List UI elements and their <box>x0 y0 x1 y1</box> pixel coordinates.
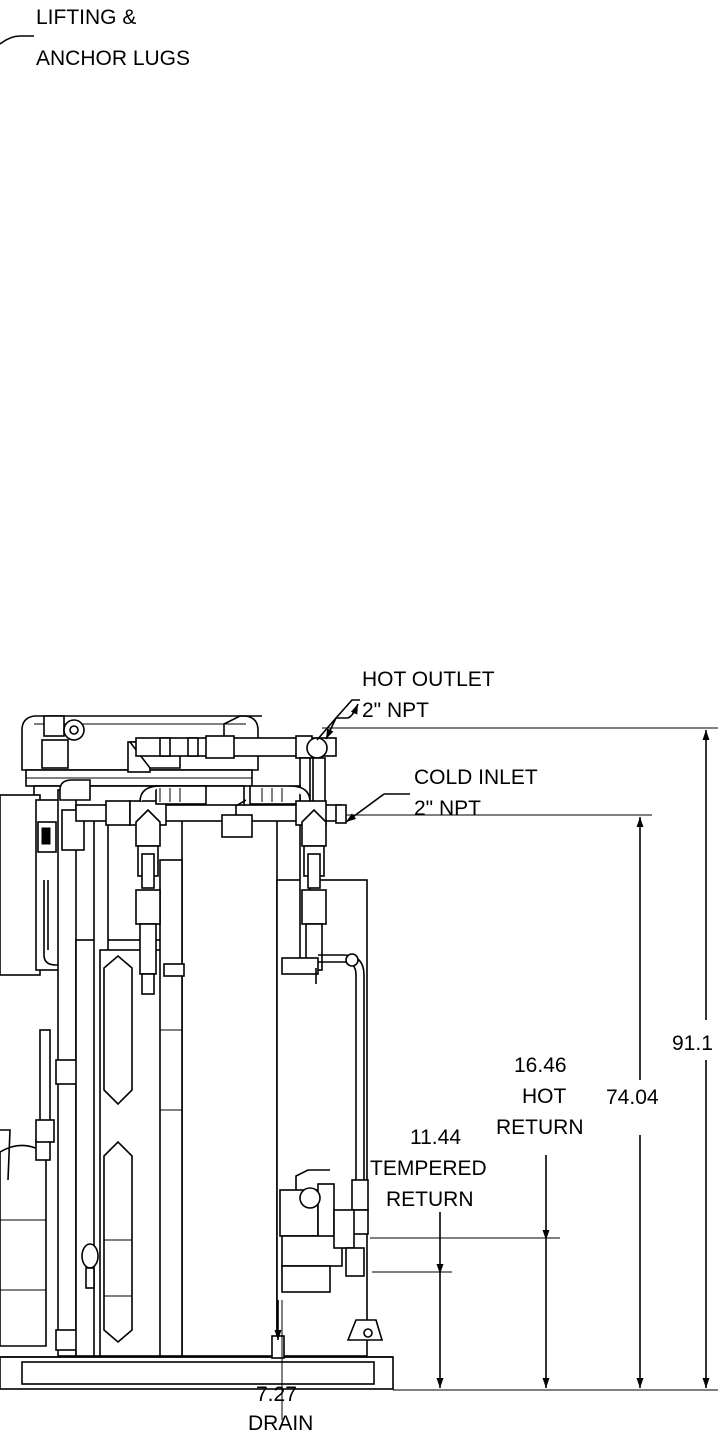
left-control-box <box>0 794 65 976</box>
hot-return-dimension-value: 16.46 <box>514 1054 567 1077</box>
lifting-lugs-callout: LIFTING & ANCHOR LUGS <box>0 6 190 70</box>
tempered-return-pump <box>279 1169 384 1341</box>
right-valve-drop <box>281 808 327 984</box>
hot-outlet-dimension-value: 91.1 <box>672 1032 713 1055</box>
left-valve-drop <box>135 808 185 995</box>
hot-return-label-line1: HOT <box>522 1085 567 1108</box>
base-skid <box>0 1356 394 1390</box>
dimension-lines <box>274 727 718 1420</box>
hot-return-loop <box>318 953 369 1235</box>
tempered-return-label-line2: RETURN <box>386 1188 474 1211</box>
hot-return-label-line2: RETURN <box>496 1116 584 1139</box>
cold-inlet-callout: COLD INLET 2" NPT <box>345 766 538 823</box>
hot-outlet-label-line2: 2" NPT <box>362 699 429 722</box>
expansion-tank <box>0 1029 55 1347</box>
tempered-return-label-line1: TEMPERED <box>370 1157 487 1180</box>
water-heater-unit <box>0 715 394 1390</box>
cold-inlet-label-line1: COLD INLET <box>414 766 538 789</box>
lifting-lugs-label-line2: ANCHOR LUGS <box>36 47 190 70</box>
drain-label: DRAIN <box>248 1412 313 1435</box>
lifting-lugs-label-line1: LIFTING & <box>36 6 136 29</box>
hot-outlet-label-line1: HOT OUTLET <box>362 668 495 691</box>
expansion-tank-leader <box>0 1129 11 1181</box>
cold-inlet-label-line2: 2" NPT <box>414 797 481 820</box>
tempered-return-dimension-value: 11.44 <box>410 1126 461 1149</box>
hot-outlet-callout: HOT OUTLET 2" NPT <box>316 668 495 741</box>
storage-cylinder <box>159 819 368 1357</box>
cold-inlet-dimension-value: 74.04 <box>606 1086 659 1109</box>
drain-dimension-value: 7.27 <box>256 1383 297 1406</box>
